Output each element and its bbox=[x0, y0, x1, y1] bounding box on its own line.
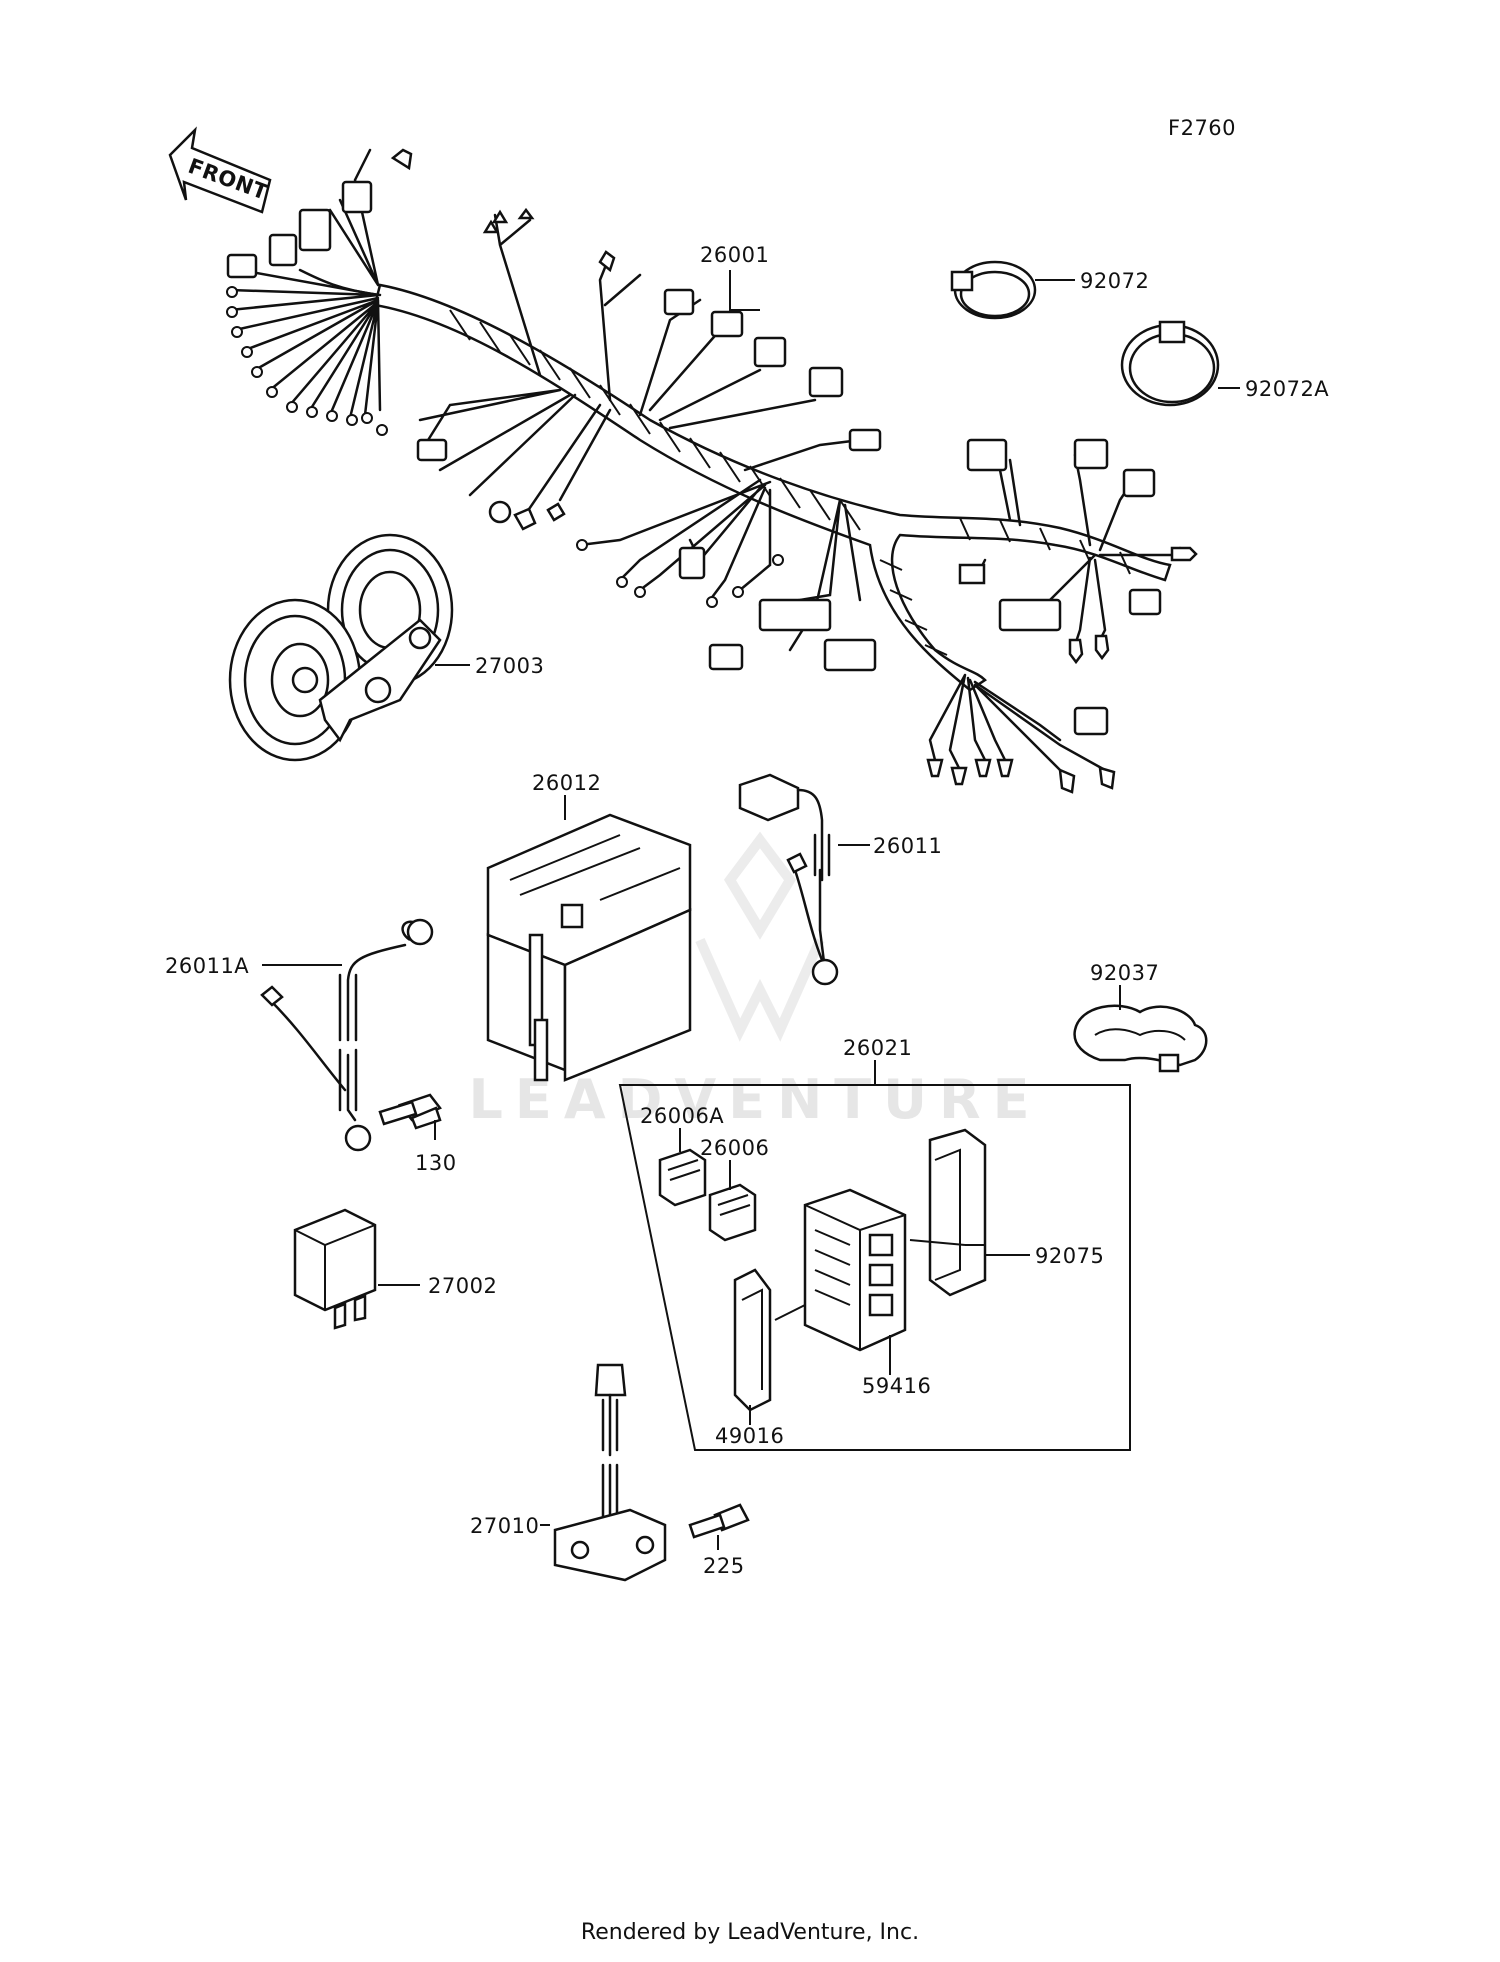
battery-cable-26011 bbox=[738, 773, 839, 986]
callout-92072a: 92072A bbox=[1245, 377, 1329, 401]
footer-credit: Rendered by LeadVenture, Inc. bbox=[580, 1920, 920, 1945]
fuse-26006 bbox=[708, 1183, 757, 1242]
callout-59416: 59416 bbox=[862, 1374, 931, 1398]
callout-26006: 26006 bbox=[700, 1136, 769, 1160]
callout-26021: 26021 bbox=[843, 1036, 912, 1060]
callout-27010: 27010 bbox=[470, 1514, 539, 1538]
callout-225: 225 bbox=[703, 1554, 745, 1578]
fuse-box-59416 bbox=[803, 1188, 907, 1352]
relay-27002 bbox=[293, 1208, 377, 1330]
fuse-box-frame bbox=[618, 1084, 1131, 1451]
callout-26011a: 26011A bbox=[165, 954, 249, 978]
fuse-26006a bbox=[658, 1148, 707, 1207]
watermark: LEADVENTURE bbox=[469, 831, 1042, 1131]
callout-labels: 26001 92072 92072A 27003 26012 26011 260… bbox=[165, 243, 1329, 1578]
callout-92072: 92072 bbox=[1080, 269, 1149, 293]
watermark-text: LEADVENTURE bbox=[469, 1068, 1042, 1131]
callout-27003: 27003 bbox=[475, 654, 544, 678]
callout-26006a: 26006A bbox=[640, 1104, 724, 1128]
cover-92075 bbox=[928, 1128, 987, 1297]
clamp-92037 bbox=[1073, 1004, 1208, 1073]
callout-130: 130 bbox=[415, 1151, 457, 1175]
bolt-225 bbox=[688, 1503, 750, 1539]
callout-49016: 49016 bbox=[715, 1424, 784, 1448]
callout-26011: 26011 bbox=[873, 834, 942, 858]
leader-lines bbox=[262, 270, 1240, 1550]
clamp-92072a bbox=[1120, 320, 1220, 407]
sensor-27010 bbox=[553, 1363, 667, 1582]
bolt-130 bbox=[378, 1093, 442, 1130]
callout-26001: 26001 bbox=[700, 243, 769, 267]
callout-27002: 27002 bbox=[428, 1274, 497, 1298]
bracket-49016 bbox=[733, 1268, 772, 1412]
horn-assembly bbox=[228, 533, 454, 762]
callout-92037: 92037 bbox=[1090, 961, 1159, 985]
battery bbox=[486, 813, 692, 1082]
wiring-harness bbox=[226, 148, 1198, 794]
clamp-92072 bbox=[950, 260, 1037, 320]
callout-26012: 26012 bbox=[532, 771, 601, 795]
battery-cable-26011a bbox=[260, 918, 434, 1152]
callout-92075: 92075 bbox=[1035, 1244, 1104, 1268]
front-arrow: FRONT bbox=[168, 126, 272, 214]
figure-code: F2760 bbox=[1168, 116, 1236, 140]
